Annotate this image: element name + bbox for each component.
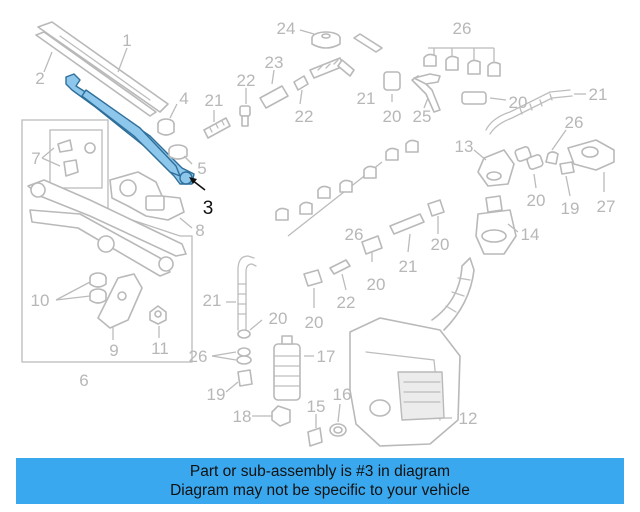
wiper-nut-cap xyxy=(157,118,188,160)
long-washer-hose xyxy=(485,89,573,135)
callout-8: 8 xyxy=(195,221,204,240)
washer-pump xyxy=(273,335,301,401)
callout-14: 14 xyxy=(521,225,540,244)
callout-1: 1 xyxy=(122,31,131,50)
callout-2: 2 xyxy=(35,69,44,88)
mounting-bracket xyxy=(97,273,143,329)
callout-26-top: 26 xyxy=(453,19,472,38)
callout-12: 12 xyxy=(459,409,478,428)
level-sensor xyxy=(307,427,323,447)
callout-20-right: 20 xyxy=(527,191,546,210)
callout-22-center: 22 xyxy=(337,293,356,312)
callout-21-lower-left: 21 xyxy=(203,291,222,310)
callout-20-middle: 20 xyxy=(431,235,450,254)
hose-cap-pair xyxy=(514,146,559,170)
sensor-seal xyxy=(329,423,347,437)
washer-pump-cap xyxy=(311,31,341,49)
callout-17: 17 xyxy=(317,347,336,366)
callout-15: 15 xyxy=(307,397,326,416)
callout-7: 7 xyxy=(31,149,40,168)
callout-21-top-center: 21 xyxy=(357,89,376,108)
callout-21-right: 21 xyxy=(589,85,608,104)
filler-neck xyxy=(475,195,517,255)
hose-coupling xyxy=(383,71,487,113)
nozzle-pin xyxy=(239,105,251,127)
wiper-motor xyxy=(109,171,185,221)
callout-27: 27 xyxy=(597,197,616,216)
wiper-blade xyxy=(35,21,169,117)
callout-5: 5 xyxy=(197,159,206,178)
info-banner: Part or sub-assembly is #3 in diagram Di… xyxy=(16,458,624,504)
callout-26-right: 26 xyxy=(565,113,584,132)
callout-19-right: 19 xyxy=(561,199,580,218)
pump-grommet xyxy=(236,329,253,387)
hose-section xyxy=(203,117,231,139)
callout-6: 6 xyxy=(79,371,88,390)
callout-19-lower: 19 xyxy=(207,385,226,404)
callout-22-upper: 22 xyxy=(295,107,314,126)
banner-line-part: Part or sub-assembly is #3 in diagram xyxy=(189,463,451,480)
hose-line xyxy=(259,57,355,109)
callout-3-highlighted: 3 xyxy=(203,198,214,219)
callout-20-lower-center: 20 xyxy=(305,313,324,332)
callout-9: 9 xyxy=(109,341,118,360)
callout-20-top-left: 20 xyxy=(383,107,402,126)
callout-21-left: 21 xyxy=(205,91,224,110)
hose-connectors xyxy=(303,199,445,287)
callout-23: 23 xyxy=(265,53,284,72)
callout-20-top-right: 20 xyxy=(509,93,528,112)
wiper-linkage xyxy=(27,179,187,277)
hose-connector xyxy=(353,33,383,53)
banner-line-disclaimer: Diagram may not be specific to your vehi… xyxy=(170,482,470,499)
callout-16: 16 xyxy=(333,385,352,404)
hose-clips xyxy=(423,53,501,77)
callout-20-center: 20 xyxy=(367,275,386,294)
callout-26-middle: 26 xyxy=(345,225,364,244)
hose-clips-row xyxy=(275,139,419,221)
callout-26-lower: 26 xyxy=(189,347,208,366)
callout-20-lower-left: 20 xyxy=(269,309,288,328)
callout-10: 10 xyxy=(31,291,50,310)
vertical-hose xyxy=(237,255,257,331)
callout-21-middle: 21 xyxy=(399,257,418,276)
nozzle-bracket xyxy=(477,149,515,187)
washer-reservoir xyxy=(349,257,475,447)
grommet-kit xyxy=(57,139,96,177)
callout-24: 24 xyxy=(277,19,296,38)
hex-nut xyxy=(149,305,167,325)
linkage-grommets xyxy=(89,272,107,304)
callout-25: 25 xyxy=(413,107,432,126)
callout-18: 18 xyxy=(233,407,252,426)
washer-nozzle xyxy=(559,139,615,175)
callout-11: 11 xyxy=(151,339,169,358)
callout-4: 4 xyxy=(179,89,188,108)
callout-13: 13 xyxy=(455,137,474,156)
callout-22-top: 22 xyxy=(237,71,256,90)
